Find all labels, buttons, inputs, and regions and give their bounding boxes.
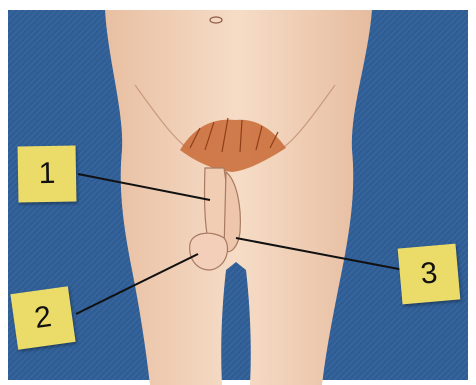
callout-label-1: 1 xyxy=(18,145,77,202)
callout-label-2: 2 xyxy=(10,286,75,350)
structure-2-tip xyxy=(190,233,228,270)
structure-1-shaft xyxy=(204,168,227,240)
callout-label-3: 3 xyxy=(398,244,461,305)
